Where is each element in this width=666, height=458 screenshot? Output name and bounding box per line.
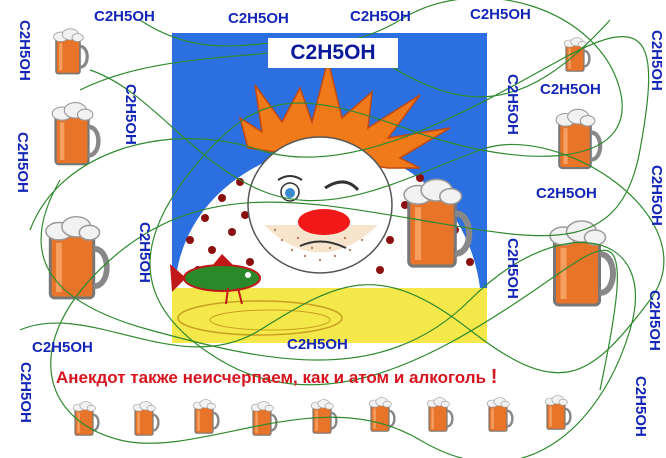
central-picture: [170, 33, 487, 343]
formula-label-vertical: C2H5OH: [16, 20, 33, 81]
formula-label-vertical: C2H5OH: [504, 238, 521, 299]
scribble-lines: [19, 0, 665, 458]
caption-exclamation: !: [490, 366, 498, 388]
formula-label-vertical: C2H5OH: [122, 84, 139, 145]
formula-label-vertical: C2H5OH: [504, 74, 521, 135]
formula-label-vertical: C2H5OH: [648, 30, 665, 91]
formula-label: C2H5OH: [350, 8, 411, 25]
formula-label-vertical: C2H5OH: [632, 376, 649, 437]
formula-label: C2H5OH: [32, 339, 93, 356]
formula-label-vertical: C2H5OH: [648, 165, 665, 226]
joke-caption: Анекдот также неисчерпаем, как и атом и …: [56, 366, 497, 389]
fish-icon: [170, 254, 261, 305]
poster-title: C2H5OH: [268, 38, 398, 68]
formula-label-vertical: C2H5OH: [17, 362, 34, 423]
caption-text: Анекдот также неисчерпаем, как и атом и …: [56, 368, 487, 387]
formula-label: C2H5OH: [540, 81, 601, 98]
formula-label: C2H5OH: [536, 185, 597, 202]
formula-label-vertical: C2H5OH: [646, 290, 663, 351]
formula-label: C2H5OH: [287, 336, 348, 353]
nose: [298, 209, 350, 235]
formula-label-vertical: C2H5OH: [14, 132, 31, 193]
formula-label: C2H5OH: [470, 6, 531, 23]
hair: [238, 59, 451, 169]
formula-label: C2H5OH: [94, 8, 155, 25]
formula-label-vertical: C2H5OH: [136, 222, 153, 283]
formula-label: C2H5OH: [228, 10, 289, 27]
